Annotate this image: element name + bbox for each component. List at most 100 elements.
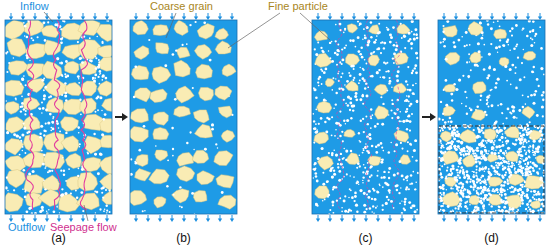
fine-particle [373, 51, 375, 53]
fine-particle [472, 181, 473, 182]
fine-particle [381, 177, 383, 179]
fine-particle [515, 139, 518, 142]
fine-particle [477, 65, 479, 67]
fine-particle [13, 57, 15, 59]
flow-arrow-head [218, 219, 222, 223]
fine-particle [359, 73, 362, 76]
coarse-grain [484, 129, 496, 141]
fine-particle [315, 97, 318, 100]
fine-particle [60, 28, 62, 30]
flow-arrow-head [316, 219, 320, 223]
fine-particle [531, 29, 534, 32]
fine-particle [479, 22, 482, 25]
fine-particle [41, 112, 43, 114]
fine-particle [479, 143, 480, 144]
fine-particle [524, 185, 526, 187]
fine-particle [105, 77, 108, 80]
fine-particle [485, 184, 487, 186]
flow-arrow-head [328, 17, 332, 21]
fine-particle [534, 154, 536, 156]
fine-particle [6, 71, 8, 73]
fine-particle [505, 197, 508, 200]
fine-particle [405, 80, 407, 82]
flow-arrow-shaft [83, 215, 84, 219]
fine-particle [504, 174, 507, 177]
coarse-grain [42, 61, 62, 79]
fine-particle [444, 151, 446, 153]
fine-particle [407, 89, 409, 91]
fine-particle [443, 45, 446, 48]
fine-particle [328, 194, 331, 197]
fine-particle [31, 37, 33, 39]
fine-particle [312, 113, 314, 115]
coarse-grain [394, 53, 408, 65]
fine-particle [369, 167, 371, 169]
fine-particle [339, 111, 341, 113]
fine-particle [191, 192, 194, 195]
fine-particle [504, 65, 507, 68]
fine-particle [500, 103, 503, 106]
fine-particle [455, 88, 458, 91]
fine-particle [484, 146, 486, 148]
flow-arrow-head [340, 17, 344, 21]
fine-particle [478, 197, 480, 199]
fine-particle [142, 210, 144, 212]
fine-particle [395, 143, 398, 146]
coarse-grain [131, 66, 149, 80]
fine-particle [496, 135, 498, 137]
fine-particle [323, 71, 326, 74]
fine-particle [476, 192, 479, 195]
fine-particle [360, 47, 362, 49]
fine-particle [472, 175, 475, 178]
fine-particle [95, 68, 96, 69]
fine-particle [530, 146, 532, 148]
fine-particle [44, 86, 47, 89]
fine-particle [506, 117, 508, 119]
fine-particle [406, 180, 408, 182]
fine-particle [359, 165, 361, 167]
coarse-grain [469, 195, 480, 205]
fine-particle [475, 172, 477, 174]
fine-particle [349, 109, 351, 111]
fine-particle [28, 130, 31, 133]
fine-particle [461, 141, 464, 144]
fine-particle [398, 192, 400, 194]
fine-particle [81, 61, 84, 64]
flow-arrow-head [230, 219, 234, 223]
fine-particle [522, 145, 524, 147]
soil-column-border [130, 20, 237, 214]
fine-particle [476, 147, 479, 150]
flow-arrow-shaft [172, 215, 173, 219]
fine-particle [411, 47, 413, 49]
fine-particle [355, 92, 358, 95]
fine-particle [44, 130, 46, 132]
fine-particle [530, 204, 532, 206]
fine-particle [445, 104, 448, 107]
fine-particle [209, 59, 212, 62]
fine-particle [66, 75, 69, 78]
fine-particle [490, 27, 493, 30]
fine-particle [523, 49, 525, 51]
coarse-grain [394, 83, 407, 93]
fine-particle [102, 186, 105, 189]
flow-arrows [9, 13, 109, 222]
fine-particle [346, 119, 349, 122]
fine-particle [362, 152, 364, 154]
fine-particle [542, 115, 544, 117]
fine-particle [344, 210, 347, 213]
fine-particle [68, 168, 70, 170]
fine-particle [351, 105, 354, 108]
fine-particle [314, 48, 316, 50]
fine-particle [340, 153, 342, 155]
coarse-grain [172, 189, 189, 203]
fine-particle [475, 109, 477, 111]
coarse-grain [218, 106, 232, 118]
fine-particle [501, 136, 504, 139]
fine-particle [488, 168, 490, 170]
fine-particle [144, 210, 146, 212]
flow-arrow-head [33, 17, 37, 21]
fine-particle [350, 98, 352, 100]
fine-particle [370, 108, 372, 110]
fine-particle [97, 66, 99, 68]
fine-particle [172, 53, 175, 56]
